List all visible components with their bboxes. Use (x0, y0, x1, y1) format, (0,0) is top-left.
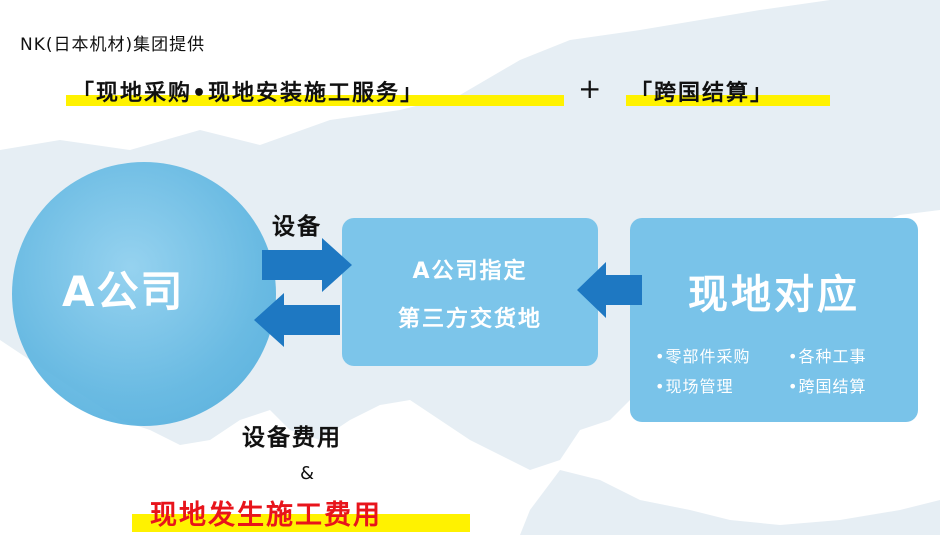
company-label: A公司 (62, 267, 185, 316)
and-symbol: & (300, 463, 317, 484)
equipment-cost-label: 设备费用 (242, 425, 342, 451)
local-support-title: 现地对应 (688, 272, 860, 318)
equipment-arrow-right (262, 238, 352, 292)
headline-service: 「现地采购•现地安装施工服务」 (72, 81, 425, 106)
delivery-point-line1: A公司指定 (412, 259, 528, 284)
local-support-item: •现场管理 (655, 377, 734, 396)
headline-service-highlight (66, 95, 564, 106)
support-arrow-left (577, 262, 642, 318)
headline-plus: + (578, 72, 602, 105)
provider-text: NK(日本机材)集团提供 (20, 35, 206, 55)
equipment-label: 设备 (272, 214, 322, 240)
local-support-item: •零部件采购 (655, 347, 751, 366)
local-support-box (630, 218, 918, 422)
headline-settlement: 「跨国结算」 (630, 81, 775, 106)
map-island (855, 110, 900, 170)
local-support-item: •各种工事 (788, 347, 867, 366)
local-cost-highlight (132, 514, 470, 532)
company-circle (12, 162, 276, 426)
map-island (520, 470, 940, 535)
delivery-point-line2: 第三方交货地 (397, 307, 542, 332)
delivery-point-box (342, 218, 598, 366)
local-support-item: •跨国结算 (788, 377, 867, 396)
cost-arrow-left (254, 293, 340, 347)
headline-settlement-highlight (626, 95, 830, 106)
local-cost-label: 现地发生施工费用 (150, 500, 382, 531)
